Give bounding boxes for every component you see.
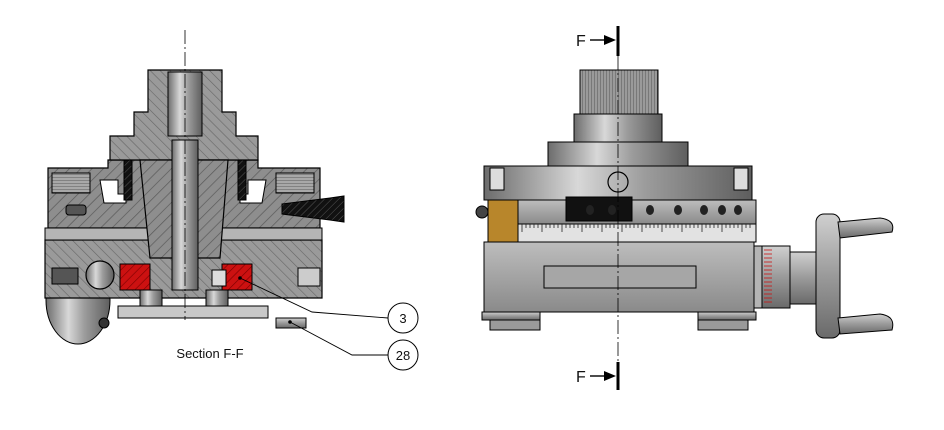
callout-3: 3 [387,302,419,334]
callout-28-number: 28 [396,348,410,363]
handle-upper [837,217,894,239]
section-marker-bottom-letter: F [576,369,586,386]
micrometer-collar [761,245,791,309]
elevation-view: F F [475,26,894,390]
lock-lever [281,195,345,223]
worm-wheel-section-left [119,263,151,291]
threaded-hole-left [51,172,91,194]
brass-block [487,199,519,243]
section-marker-top-letter: F [576,33,586,50]
callout-leader-3 [239,277,389,319]
arrow-right-icon [590,371,616,381]
section-marker-top: F [576,33,616,50]
degree-scale-ticks [521,224,751,232]
handwheel-disc [815,213,841,339]
threaded-hole-right [275,172,315,194]
callout-28: 28 [387,339,419,371]
callout-leader-28 [289,321,388,356]
callout-3-number: 3 [399,311,406,326]
section-marker-bottom: F [576,369,616,386]
handle-lower [837,313,894,335]
worm-shaft-section [85,260,115,290]
section-caption: Section F-F [176,346,243,361]
section-view: 3 28 Section F-F [44,30,419,371]
threaded-nose [579,69,659,115]
index-holes [586,205,742,215]
collar-ticks [764,249,772,303]
worm-wheel-section-right [221,263,253,291]
arrow-right-icon [590,35,616,45]
